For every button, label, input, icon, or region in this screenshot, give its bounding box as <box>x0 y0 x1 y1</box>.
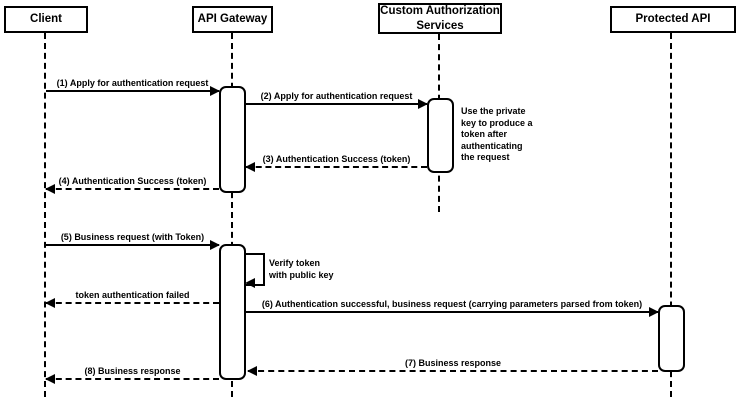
message-3-line <box>246 166 427 168</box>
arrowhead-left-icon <box>247 366 257 376</box>
participant-box-api-gateway: API Gateway <box>192 6 273 33</box>
message-7-line <box>248 370 658 372</box>
message-6-line <box>246 311 658 313</box>
lifeline-api-gateway <box>231 33 233 397</box>
participant-label-protected-api: Protected API <box>635 13 711 26</box>
arrowhead-left-icon <box>45 374 55 384</box>
participant-label-client: Client <box>30 13 62 26</box>
message-2-line <box>246 103 427 105</box>
message-8-line <box>46 378 219 380</box>
participant-label-api-gateway: API Gateway <box>197 13 268 26</box>
activation-custom-authorization-services <box>427 98 454 173</box>
self-message-verify-token <box>245 253 265 288</box>
message-2-label: (2) Apply for authentication request <box>260 91 413 101</box>
arrowhead-left-icon <box>245 278 255 288</box>
message-1-label: (1) Apply for authentication request <box>56 78 209 88</box>
lifeline-client <box>44 33 46 397</box>
message-6-label: (6) Authentication successful, business … <box>261 299 643 309</box>
arrowhead-right-icon <box>649 307 659 317</box>
message-5-label: (5) Business request (with Token) <box>60 232 205 242</box>
message-8-label: (8) Business response <box>84 366 181 376</box>
message-4-line <box>46 188 219 190</box>
participant-box-client: Client <box>4 6 88 33</box>
arrowhead-left-icon <box>245 162 255 172</box>
arrowhead-right-icon <box>210 240 220 250</box>
message-3-label: (3) Authentication Success (token) <box>262 154 411 164</box>
message-token-auth-failed-line <box>46 302 219 304</box>
message-5-line <box>46 244 219 246</box>
lifeline-protected-api <box>670 33 672 397</box>
participant-label-custom-authorization-services: Custom Authorization Services <box>380 5 500 32</box>
activation-protected-api <box>658 305 685 372</box>
participant-box-custom-authorization-services: Custom Authorization Services <box>378 3 502 34</box>
arrowhead-right-icon <box>210 86 220 96</box>
participant-box-protected-api: Protected API <box>610 6 736 33</box>
message-4-label: (4) Authentication Success (token) <box>58 176 207 186</box>
activation-api-gateway-auth <box>219 86 246 193</box>
arrowhead-left-icon <box>45 184 55 194</box>
message-7-label: (7) Business response <box>404 358 502 368</box>
arrowhead-left-icon <box>45 298 55 308</box>
note-private-key: Use the private key to produce a token a… <box>461 106 533 162</box>
arrowhead-right-icon <box>418 99 428 109</box>
message-token-auth-failed-label: token authentication failed <box>75 290 190 300</box>
self-message-verify-token-label: Verify token with public key <box>269 258 334 280</box>
activation-api-gateway-business <box>219 244 246 380</box>
message-1-line <box>46 90 219 92</box>
